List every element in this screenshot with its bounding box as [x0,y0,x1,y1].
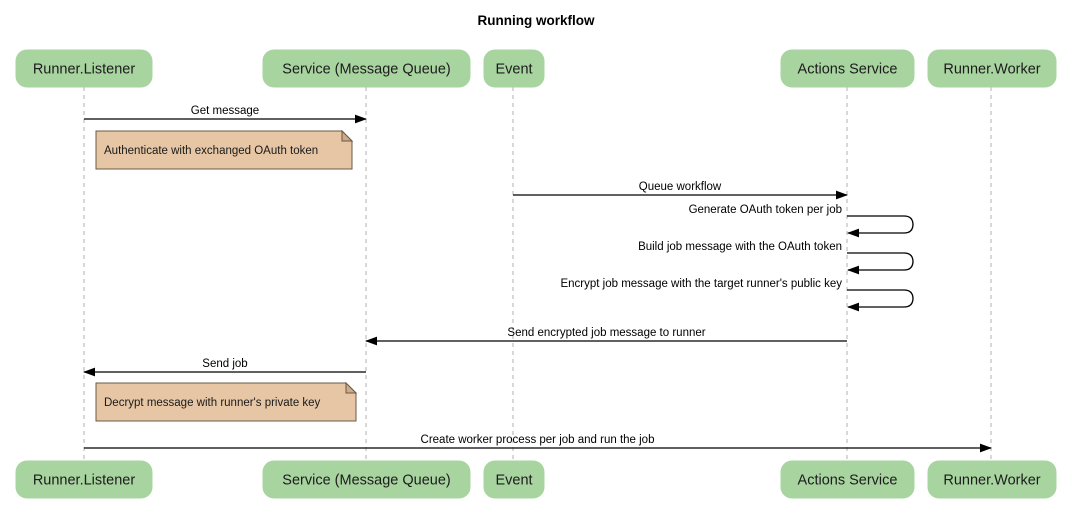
message-queue-workflow[interactable]: Queue workflow [513,181,848,200]
self-loop-path [847,252,914,275]
participant-event-bottom[interactable]: Event [483,460,545,499]
participant-actions-service-bottom[interactable]: Actions Service [780,460,915,499]
message-label: Send job [202,358,247,370]
message-build-job-message-with-the-oauth-token[interactable]: Build job message with the OAuth token [638,241,914,275]
participant-box [262,460,471,499]
self-loop-path [847,289,914,312]
page-title: Running workflow [478,13,595,28]
message-label: Get message [191,105,259,117]
participant-label: Runner.Listener [33,62,136,78]
participant-service-message-queue-top[interactable]: Service (Message Queue) [262,49,471,88]
message-label: Generate OAuth token per job [689,204,842,216]
participant-label: Actions Service [798,62,898,78]
message-send-encrypted-job-message-to-runner[interactable]: Send encrypted job message to runner [365,327,847,346]
participant-footer-row: Runner.Listener Service (Message Queue) Ev… [15,460,1057,499]
participant-event-top[interactable]: Event [483,49,545,88]
message-label: Encrypt job message with the target runn… [560,278,842,290]
participant-label: Event [495,473,532,489]
message-label: Send encrypted job message to runner [507,327,705,339]
participant-box [15,49,153,88]
participant-box [927,460,1057,499]
participant-box [927,49,1057,88]
note-label: Authenticate with exchanged OAuth token [104,145,318,157]
participant-actions-service-top[interactable]: Actions Service [780,49,915,88]
participant-box [262,49,471,88]
note-decrypt: Decrypt message with runner's private ke… [95,381,358,422]
message-create-worker-process-per-job-and-run-the-job[interactable]: Create worker process per job and run th… [84,434,992,453]
message-encrypt-job-message-with-the-target-runners-public-key[interactable]: Encrypt job message with the target runn… [560,278,914,312]
participant-box [780,49,915,88]
participant-label: Service (Message Queue) [282,473,450,489]
note-body [95,130,353,170]
participant-runner-listener-top[interactable]: Runner.Listener [15,49,153,88]
participant-box [483,460,545,499]
notes-group: Authenticate with exchanged OAuth tokenD… [95,129,358,422]
note-body [95,382,357,422]
note-authenticate: Authenticate with exchanged OAuth token [95,129,354,170]
participant-box [483,49,545,88]
participant-box [780,460,915,499]
message-label: Create worker process per job and run th… [421,434,655,446]
participant-label: Runner.Listener [33,473,136,489]
participant-label: Runner.Worker [943,62,1040,78]
note-fold-corner-icon [345,381,358,394]
participant-header-row: Runner.Listener Service (Message Queue) Ev… [15,49,1057,88]
participant-runner-listener-bottom[interactable]: Runner.Listener [15,460,153,499]
participant-label: Service (Message Queue) [282,62,450,78]
participant-label: Event [495,62,532,78]
self-loop-path [847,215,914,238]
participant-label: Actions Service [798,473,898,489]
participant-runner-worker-top[interactable]: Runner.Worker [927,49,1057,88]
message-label: Build job message with the OAuth token [638,241,842,253]
participant-label: Runner.Worker [943,473,1040,489]
message-get-message[interactable]: Get message [84,105,367,124]
note-fold-corner-icon [341,129,354,142]
participant-box [15,460,153,499]
participant-runner-worker-bottom[interactable]: Runner.Worker [927,460,1057,499]
participant-service-message-queue-bottom[interactable]: Service (Message Queue) [262,460,471,499]
message-label: Queue workflow [639,181,722,193]
note-label: Decrypt message with runner's private ke… [104,397,321,409]
message-send-job[interactable]: Send job [83,358,366,377]
message-generate-oauth-token-per-job[interactable]: Generate OAuth token per job [689,204,914,238]
